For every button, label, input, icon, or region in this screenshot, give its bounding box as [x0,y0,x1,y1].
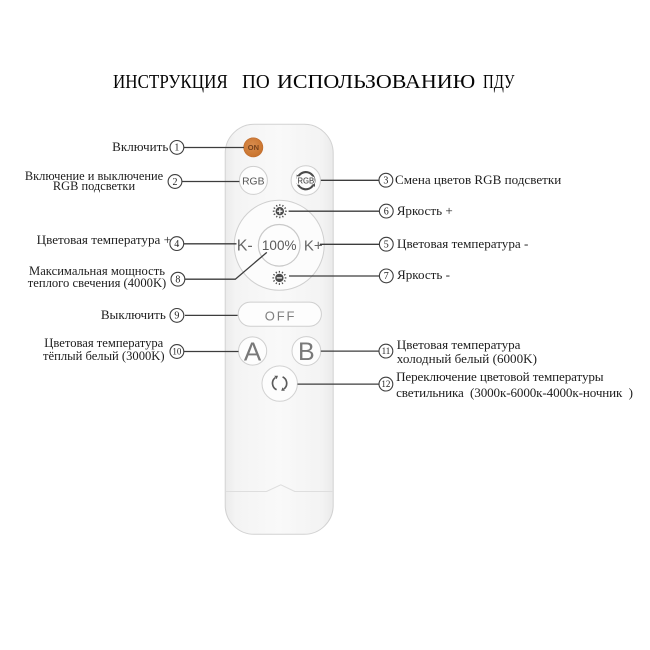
svg-text:8: 8 [175,275,180,286]
svg-text:11: 11 [382,346,391,356]
svg-text:2: 2 [173,177,178,188]
svg-text:B: B [298,338,315,366]
svg-text:OFF: OFF [265,308,296,323]
svg-text:4: 4 [174,239,179,250]
svg-text:7: 7 [384,271,389,282]
svg-text:K-: K- [237,238,253,255]
svg-text:K+: K+ [304,237,323,254]
svg-text:3: 3 [383,176,388,187]
svg-text:12: 12 [381,379,390,389]
svg-text:A: A [244,336,262,366]
svg-text:RGB: RGB [297,177,314,186]
svg-text:RGB: RGB [297,177,314,186]
svg-text:ON: ON [248,143,259,152]
svg-text:100%: 100% [262,238,297,253]
svg-text:1: 1 [174,143,179,154]
svg-text:9: 9 [174,311,179,322]
svg-text:6: 6 [384,206,389,217]
svg-text:5: 5 [384,240,389,251]
svg-text:10: 10 [172,347,182,357]
svg-text:RGB: RGB [242,176,264,187]
